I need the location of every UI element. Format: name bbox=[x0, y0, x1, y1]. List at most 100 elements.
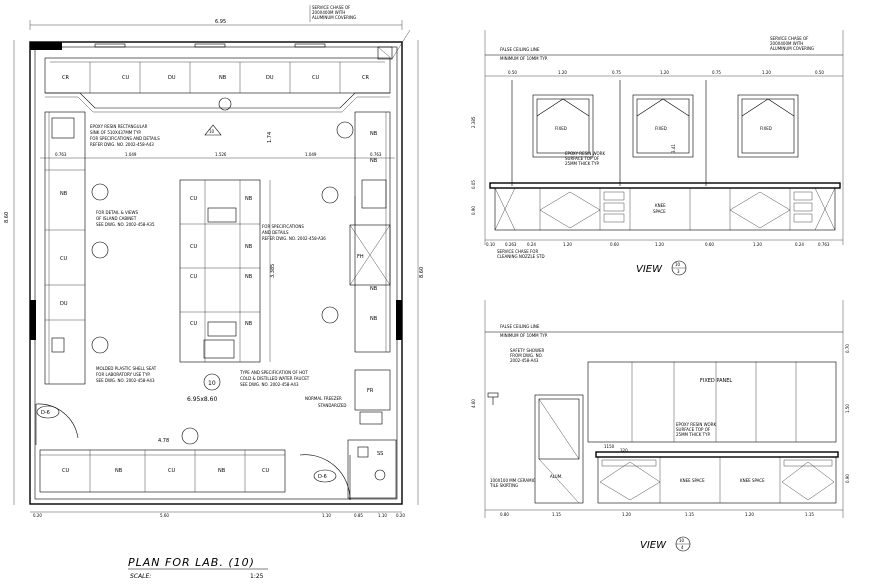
svg-text:0.70: 0.70 bbox=[845, 344, 850, 353]
svg-text:25MM THICK TYP.: 25MM THICK TYP. bbox=[565, 161, 600, 166]
svg-text:FOR LABORATORY USE TYP.: FOR LABORATORY USE TYP. bbox=[96, 372, 150, 377]
svg-text:10: 10 bbox=[679, 538, 685, 543]
cabinet-label: CR bbox=[62, 75, 69, 81]
svg-text:KNEE SPACE: KNEE SPACE bbox=[680, 478, 705, 483]
svg-text:CU: CU bbox=[168, 468, 175, 474]
cabinet-label: NB bbox=[370, 316, 378, 322]
svg-text:10: 10 bbox=[209, 129, 215, 134]
svg-text:0.85: 0.85 bbox=[354, 513, 363, 518]
svg-text:SINK OF 510X437MM TYP.: SINK OF 510X437MM TYP. bbox=[90, 130, 141, 135]
svg-text:COLD & DISTILLED WATER FAUCET: COLD & DISTILLED WATER FAUCET bbox=[240, 376, 310, 381]
svg-text:MOLDED PLASTIC SHELL SEAT: MOLDED PLASTIC SHELL SEAT bbox=[96, 366, 157, 371]
svg-text:0.20: 0.20 bbox=[396, 513, 405, 518]
svg-text:SERVICE CHASE FOR: SERVICE CHASE FOR bbox=[497, 249, 538, 254]
svg-text:CU: CU bbox=[190, 321, 197, 327]
svg-text:1.526: 1.526 bbox=[215, 152, 227, 157]
svg-text:4.60: 4.60 bbox=[471, 399, 476, 408]
floor-plan: 6.95 8.60 8.60 CR CU DU NB DU CU CR bbox=[4, 5, 425, 580]
scale-label: SCALE: bbox=[130, 573, 151, 580]
svg-text:1.049: 1.049 bbox=[125, 152, 137, 157]
svg-text:3: 3 bbox=[677, 269, 680, 274]
svg-text:1.15: 1.15 bbox=[805, 512, 814, 517]
svg-text:NB: NB bbox=[115, 468, 123, 474]
svg-text:FIXED PANEL: FIXED PANEL bbox=[700, 378, 732, 384]
svg-text:25MM THICK TYP.: 25MM THICK TYP. bbox=[676, 432, 711, 437]
plan-title: PLAN FOR LAB. (10) bbox=[128, 556, 255, 569]
svg-text:SERVICE CHASE OF: SERVICE CHASE OF bbox=[770, 36, 809, 41]
svg-text:EPOXY RESIN RECTANGULAR: EPOXY RESIN RECTANGULAR bbox=[90, 124, 148, 129]
svg-text:1.20: 1.20 bbox=[622, 512, 631, 517]
cabinet-label: CU bbox=[312, 75, 319, 81]
svg-text:SAFETY SHOWER: SAFETY SHOWER bbox=[510, 348, 545, 353]
svg-text:0.50: 0.50 bbox=[508, 70, 517, 75]
svg-text:3.385: 3.385 bbox=[270, 264, 276, 278]
plan-right-dimension: 8.60 bbox=[419, 267, 425, 278]
svg-text:CLEANING NOZZLE STD: CLEANING NOZZLE STD bbox=[497, 254, 545, 259]
svg-text:0.763: 0.763 bbox=[818, 242, 830, 247]
svg-text:FOR SPECIFICATIONS AND DETAILS: FOR SPECIFICATIONS AND DETAILS bbox=[90, 136, 160, 141]
svg-text:CU: CU bbox=[190, 244, 197, 250]
svg-text:4.78: 4.78 bbox=[158, 438, 169, 444]
cabinet-label: DU bbox=[60, 301, 68, 307]
svg-text:FALSE CEILING LINE: FALSE CEILING LINE bbox=[500, 47, 540, 52]
svg-text:MINIMUM OF 10MM TYP.: MINIMUM OF 10MM TYP. bbox=[500, 56, 548, 61]
svg-text:0.763: 0.763 bbox=[370, 152, 382, 157]
svg-text:3.41: 3.41 bbox=[671, 144, 676, 153]
svg-text:4: 4 bbox=[681, 545, 684, 550]
svg-text:0.10: 0.10 bbox=[486, 242, 495, 247]
svg-text:1.049: 1.049 bbox=[305, 152, 317, 157]
svg-text:NORMAL FREEZER: NORMAL FREEZER bbox=[305, 396, 342, 401]
fume-hood-label: FH bbox=[357, 254, 364, 260]
svg-text:1.20: 1.20 bbox=[745, 512, 754, 517]
svg-text:FALSE CEILING LINE: FALSE CEILING LINE bbox=[500, 324, 540, 329]
svg-text:1.15: 1.15 bbox=[552, 512, 561, 517]
svg-text:1.20: 1.20 bbox=[660, 70, 669, 75]
view-4-label: VIEW bbox=[640, 540, 667, 551]
svg-text:2.385: 2.385 bbox=[471, 116, 476, 128]
svg-text:REFER DWG. NO. 2002-458-A36: REFER DWG. NO. 2002-458-A36 bbox=[262, 236, 326, 241]
svg-text:0.24: 0.24 bbox=[527, 242, 536, 247]
svg-text:MINIMUM OF 10MM TYP.: MINIMUM OF 10MM TYP. bbox=[500, 333, 548, 338]
svg-text:NB: NB bbox=[245, 244, 253, 250]
svg-text:1.20: 1.20 bbox=[558, 70, 567, 75]
svg-text:FOR SPECIFICATIONS: FOR SPECIFICATIONS bbox=[262, 224, 304, 229]
svg-text:TYPE AND SPECIFICATION OF HOT: TYPE AND SPECIFICATION OF HOT bbox=[239, 370, 308, 375]
svg-text:0.05: 0.05 bbox=[471, 180, 476, 189]
svg-text:ALUMINUM COVERING: ALUMINUM COVERING bbox=[770, 46, 814, 51]
svg-text:2002-458-A43: 2002-458-A43 bbox=[510, 358, 539, 363]
svg-text:TILE SKIRTING: TILE SKIRTING bbox=[489, 483, 518, 488]
cabinet-label: NB bbox=[60, 191, 68, 197]
svg-text:STANDARIZED: STANDARIZED bbox=[318, 403, 346, 408]
svg-text:0.263: 0.263 bbox=[505, 242, 517, 247]
plan-room-number: 10 bbox=[208, 380, 216, 387]
svg-text:SURFACE TOP OF: SURFACE TOP OF bbox=[676, 427, 711, 432]
svg-text:10: 10 bbox=[675, 262, 681, 267]
svg-text:0.763: 0.763 bbox=[55, 152, 67, 157]
svg-text:100X100 MM CERAMIC: 100X100 MM CERAMIC bbox=[490, 478, 536, 483]
cabinet-label: DU bbox=[266, 75, 274, 81]
cabinet-label: CR bbox=[362, 75, 369, 81]
svg-text:1.20: 1.20 bbox=[753, 242, 762, 247]
svg-text:NB: NB bbox=[245, 321, 253, 327]
svg-text:SPACE: SPACE bbox=[653, 209, 666, 214]
svg-text:CU: CU bbox=[190, 274, 197, 280]
svg-text:FIXED: FIXED bbox=[555, 126, 567, 131]
cabinet-label: NB bbox=[370, 131, 378, 137]
svg-text:0.80: 0.80 bbox=[500, 512, 509, 517]
svg-text:0.20: 0.20 bbox=[33, 513, 42, 518]
svg-text:FIXED: FIXED bbox=[760, 126, 772, 131]
svg-text:1.74: 1.74 bbox=[267, 132, 273, 143]
svg-text:1.50: 1.50 bbox=[845, 404, 850, 413]
cabinet-label: CU bbox=[122, 75, 129, 81]
svg-text:1.10: 1.10 bbox=[378, 513, 387, 518]
svg-text:1.15: 1.15 bbox=[685, 512, 694, 517]
svg-text:CU: CU bbox=[262, 468, 269, 474]
svg-text:1.20: 1.20 bbox=[563, 242, 572, 247]
svg-text:1.20: 1.20 bbox=[655, 242, 664, 247]
svg-text:0.60: 0.60 bbox=[610, 242, 619, 247]
svg-text:SEE DWG. NO. 2002-458-A35: SEE DWG. NO. 2002-458-A35 bbox=[96, 222, 155, 227]
svg-text:0.90: 0.90 bbox=[471, 206, 476, 215]
svg-text:1150: 1150 bbox=[604, 444, 615, 449]
svg-text:NB: NB bbox=[245, 196, 253, 202]
